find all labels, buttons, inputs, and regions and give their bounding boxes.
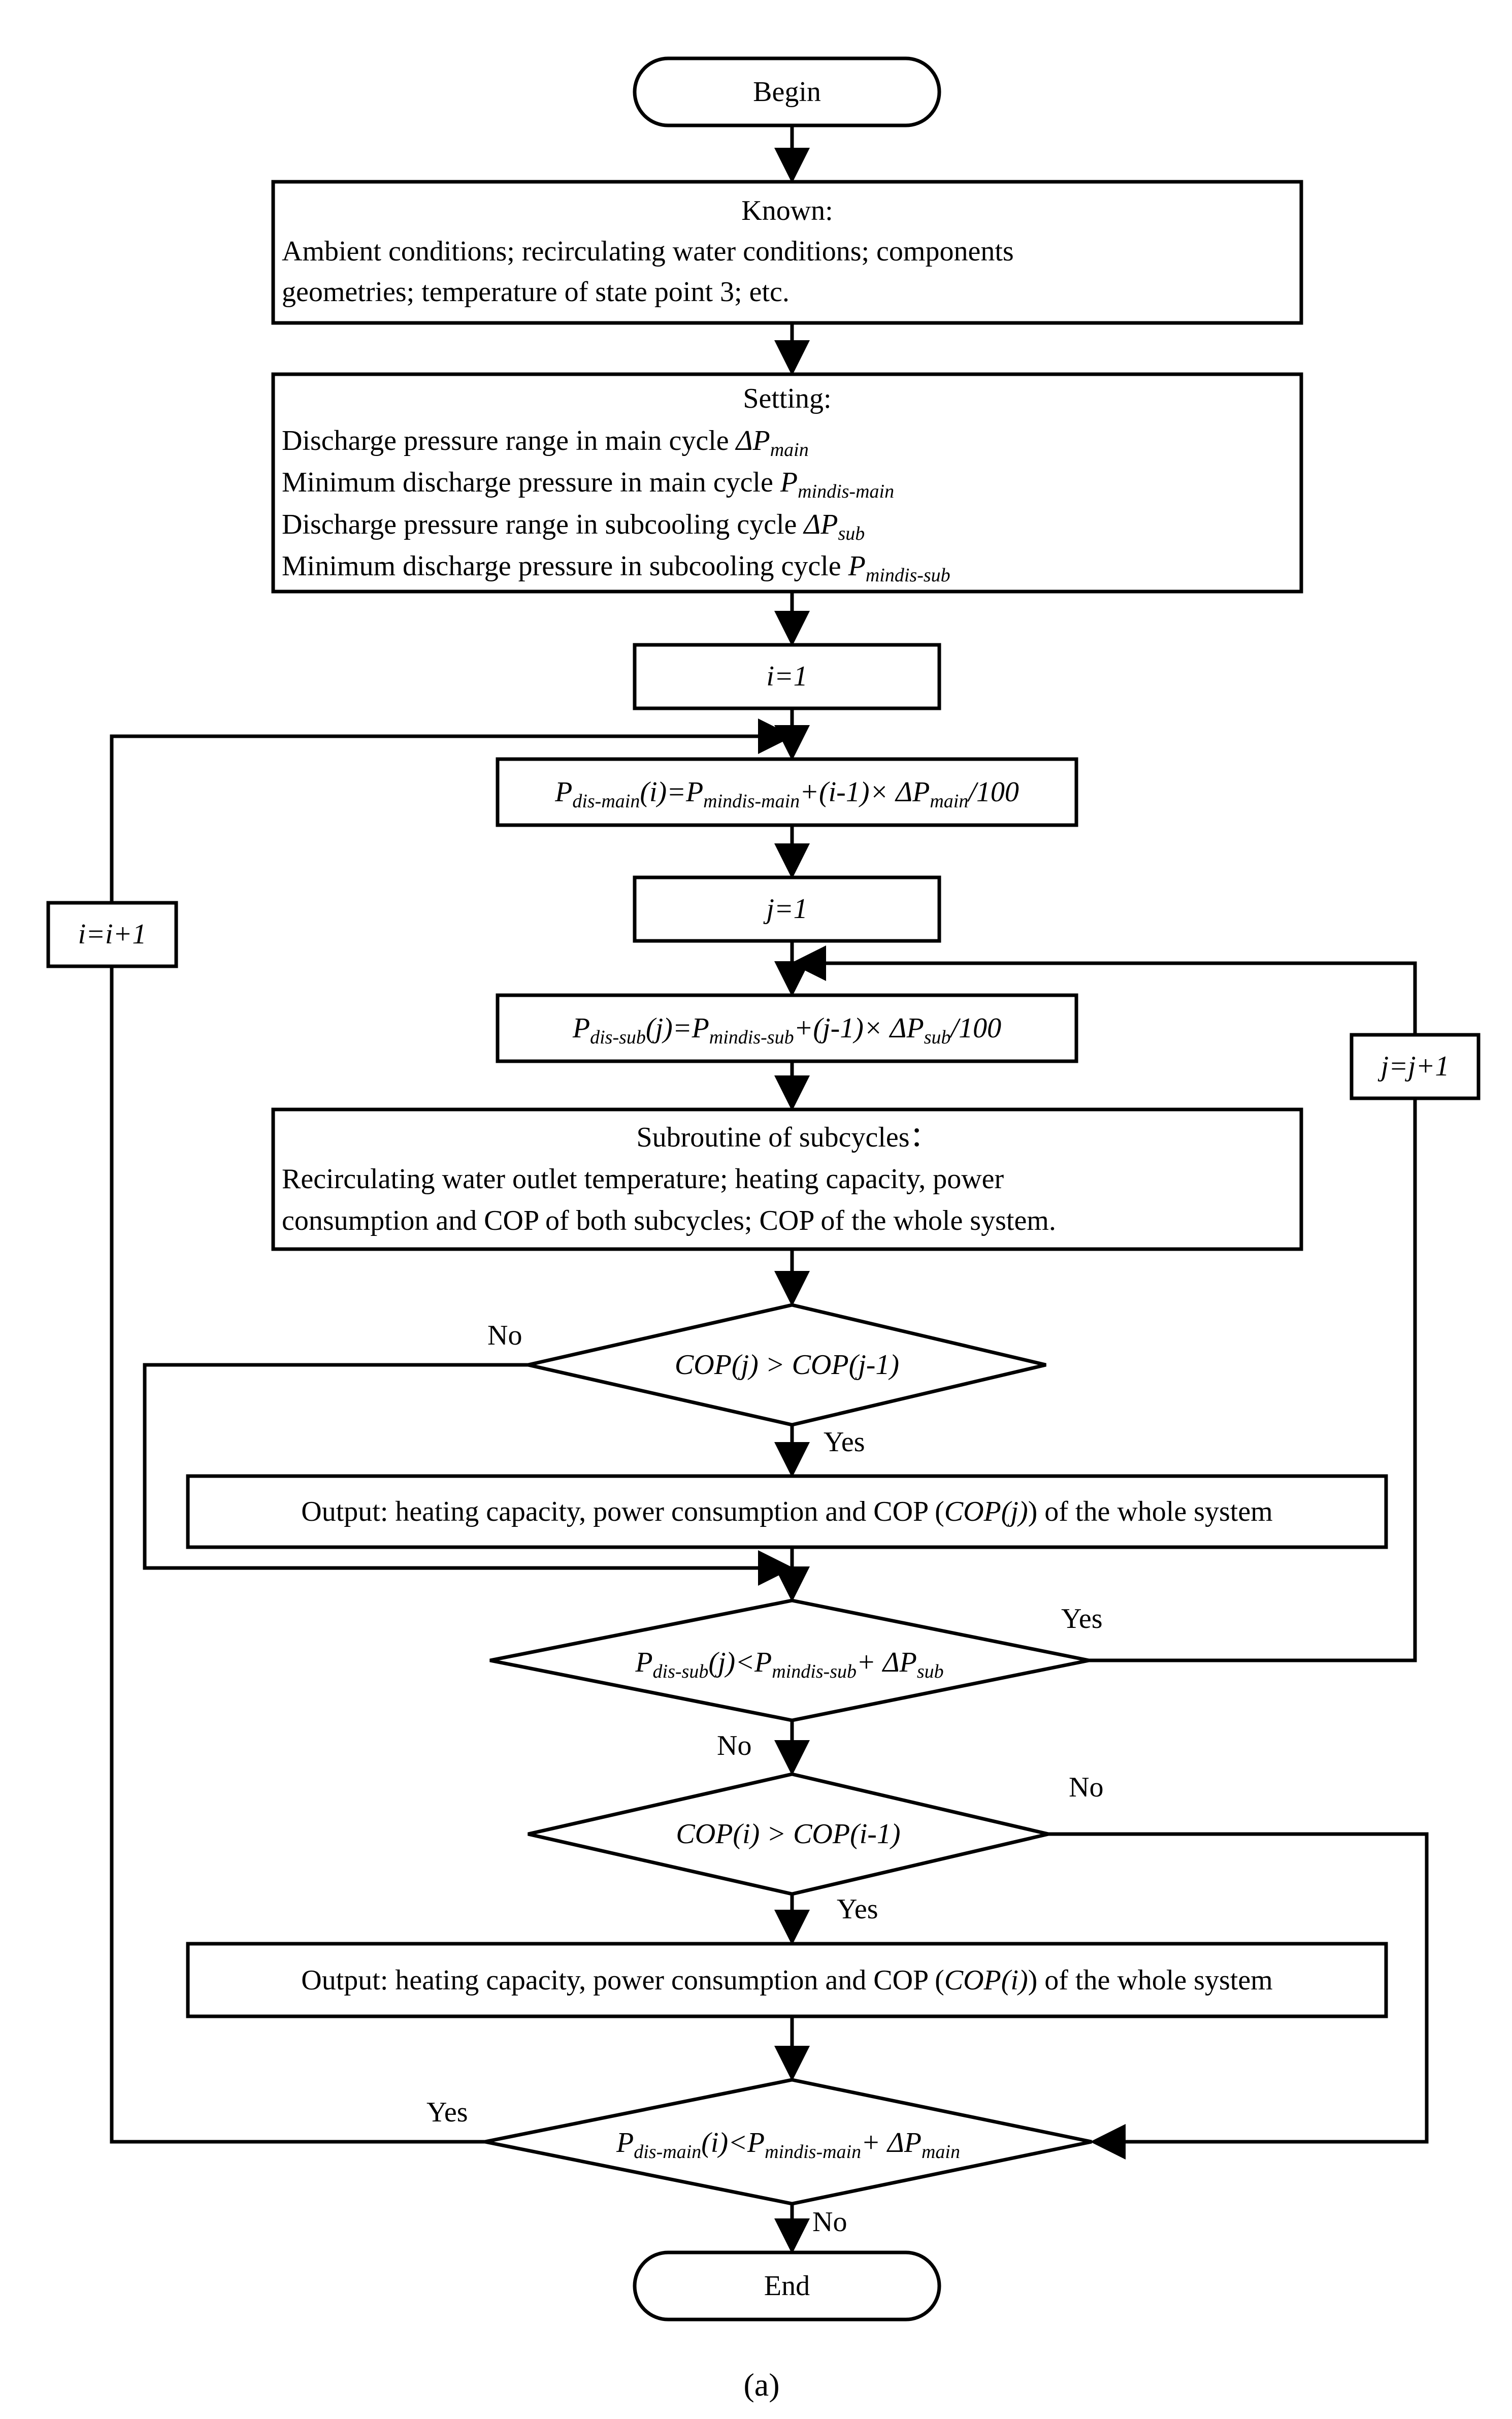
decision-copj-label: COP(j) > COP(j-1) (674, 1349, 900, 1381)
subroutine-line-2: consumption and COP of both subcycles; C… (282, 1205, 1056, 1236)
known-line-2: geometries; temperature of state point 3… (282, 276, 790, 308)
output-i-label: Output: heating capacity, power consumpt… (301, 1965, 1273, 1996)
decision-psub-label: Pdis-sub(j)<Pmindis-sub+ ΔPsub (635, 1647, 944, 1682)
pmain-no-label: No (812, 2206, 847, 2238)
inc-i-label: i=i+1 (78, 919, 147, 950)
begin-terminal (633, 56, 941, 127)
copi-no-label: No (1069, 1772, 1104, 1803)
setting-line-4: Minimum discharge pressure in subcooling… (282, 550, 950, 586)
setting-box (271, 372, 1303, 594)
formula-sub-label: Pdis-sub(j)=Pmindis-sub+(j-1)× ΔPsub/100 (572, 1012, 1002, 1048)
figure-caption: (a) (743, 2367, 780, 2403)
output-j-box (186, 1474, 1388, 1549)
init-j-box (633, 875, 941, 943)
formula-sub-box (496, 993, 1078, 1063)
decision-pmain-label: Pdis-main(i)<Pmindis-main+ ΔPmain (616, 2127, 960, 2163)
flow-inci-return (110, 718, 794, 903)
flow-copj-no-bypass (143, 1363, 794, 1586)
setting-line-2: Minimum discharge pressure in main cycle… (282, 467, 895, 502)
formula-main-label: Pdis-main(i)=Pmindis-main+(i-1)× ΔPmain/… (555, 776, 1019, 812)
copj-no-label: No (487, 1320, 522, 1351)
subroutine-title: Subroutine of subcycles： (636, 1122, 938, 1153)
begin-label: Begin (753, 76, 821, 108)
setting-title: Setting: (743, 383, 832, 414)
init-j-label: j=1 (766, 893, 808, 925)
flow-incj-return (791, 945, 1417, 1035)
output-j-label: Output: heating capacity, power consumpt… (301, 1496, 1273, 1527)
known-box (271, 180, 1303, 325)
decision-copi-label: COP(i) > COP(i-1) (676, 1818, 901, 1850)
psub-yes-label: Yes (1061, 1603, 1103, 1635)
copj-yes-label: Yes (824, 1426, 865, 1458)
subroutine-box (271, 1107, 1303, 1251)
known-title: Known: (741, 195, 833, 226)
flow-psub-yes-loop (1089, 1098, 1417, 1662)
subroutine-line-1: Recirculating water outlet temperature; … (282, 1163, 1004, 1195)
copi-yes-label: Yes (837, 1893, 878, 1925)
end-label: End (764, 2270, 810, 2302)
flow-copi-no-bypass (1048, 1832, 1429, 2160)
psub-no-label: No (717, 1730, 752, 1761)
setting-line-3: Discharge pressure range in subcooling c… (282, 509, 865, 544)
inc-i-box (46, 901, 178, 968)
pmain-yes-label: Yes (426, 2097, 468, 2128)
flow-pmain-yes-loop (110, 966, 485, 2144)
known-line-1: Ambient conditions; recirculating water … (282, 236, 1014, 267)
init-i-box (633, 643, 941, 710)
init-i-label: i=1 (766, 661, 808, 692)
inc-j-label: j=j+1 (1380, 1051, 1450, 1082)
setting-line-1: Discharge pressure range in main cycle Δ… (282, 425, 809, 461)
